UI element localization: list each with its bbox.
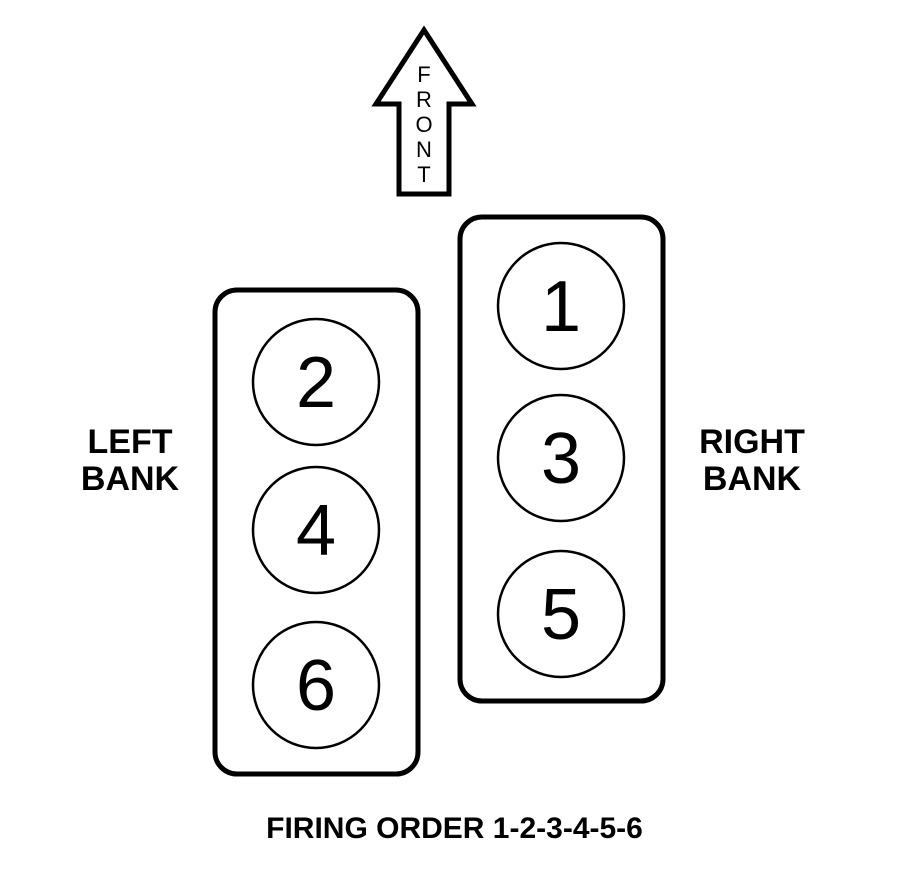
cylinder-number: 5 [541, 575, 581, 655]
cylinder-number: 2 [296, 343, 336, 423]
front-letter: O [415, 112, 432, 137]
cylinder-5: 5 [496, 549, 626, 679]
left-bank-label-line1: LEFT [87, 423, 173, 461]
right-bank-label-line1: RIGHT [699, 423, 805, 461]
cylinder-4: 4 [251, 465, 381, 595]
left-bank-label: LEFT BANK [78, 424, 182, 498]
firing-order-caption: FIRING ORDER 1-2-3-4-5-6 [266, 812, 643, 845]
front-arrow: F R O N T [371, 25, 477, 197]
cylinder-number: 4 [296, 491, 336, 571]
front-letter: T [417, 162, 430, 187]
left-bank: 2 4 6 [212, 287, 421, 777]
right-bank-outline [457, 214, 666, 704]
cylinder-2: 2 [251, 317, 381, 447]
left-bank-label-line2: BANK [80, 460, 180, 498]
front-arrow-shape [371, 25, 477, 197]
right-bank-label-line2: BANK [702, 460, 802, 498]
front-letter: N [416, 137, 432, 162]
cylinder-number: 6 [296, 646, 336, 726]
cylinder-number: 3 [541, 419, 581, 499]
cylinder-number: 1 [541, 267, 581, 347]
right-bank-label: RIGHT BANK [696, 424, 808, 498]
cylinder-1: 1 [496, 241, 626, 371]
right-bank: 1 3 5 [457, 214, 666, 704]
left-bank-outline [212, 287, 421, 777]
cylinder-3: 3 [496, 393, 626, 523]
front-letter: F [417, 62, 430, 87]
cylinder-6: 6 [251, 620, 381, 750]
front-letter: R [416, 87, 432, 112]
